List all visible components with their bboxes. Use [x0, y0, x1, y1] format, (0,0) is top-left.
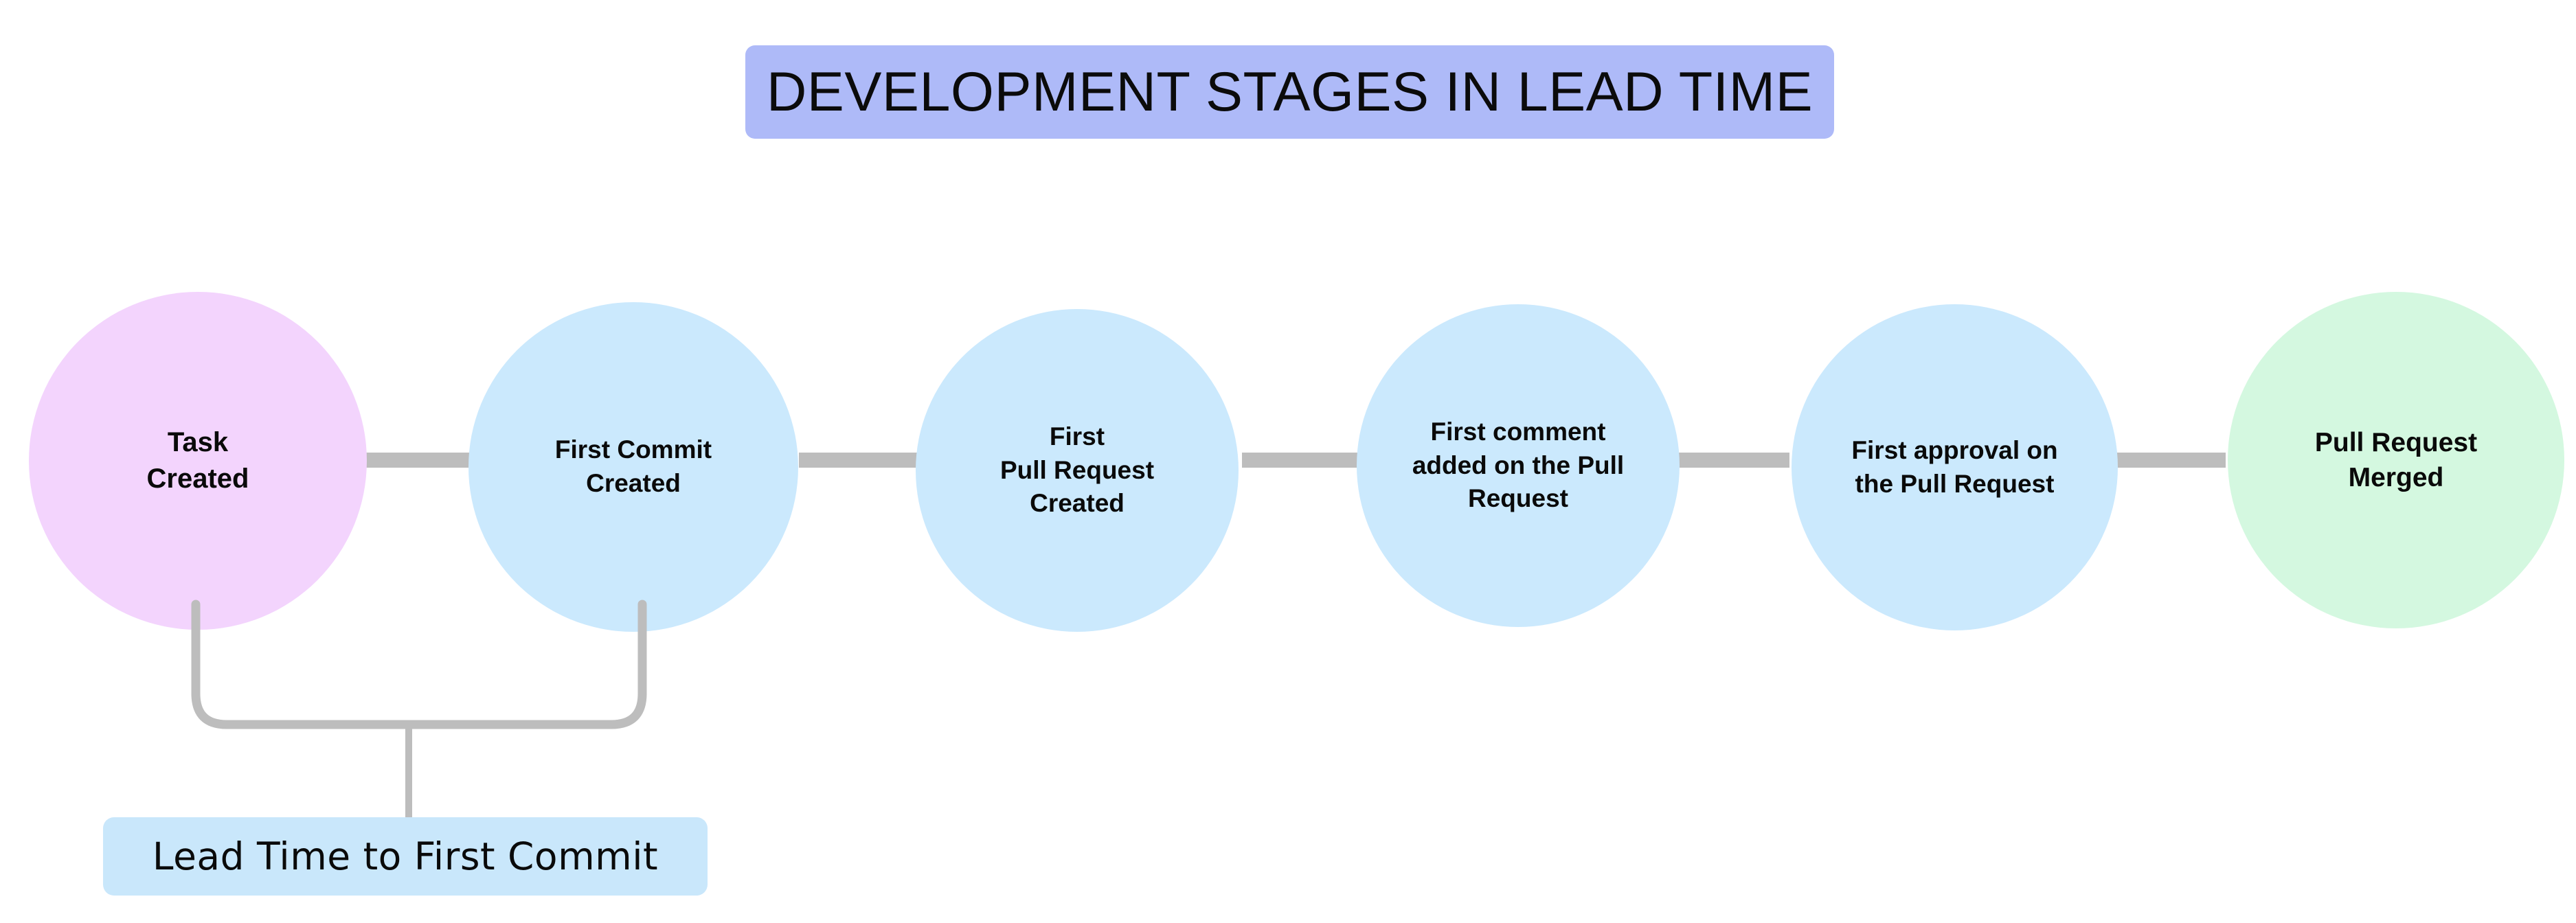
connector-approval-to-merged [2116, 453, 2226, 468]
lead-time-callout-label: Lead Time to First Commit [152, 834, 659, 878]
node-task-created[interactable]: Task Created [29, 292, 367, 630]
node-first-comment-added[interactable]: First comment added on the Pull Request [1357, 304, 1680, 627]
node-pull-request-merged[interactable]: Pull Request Merged [2228, 292, 2564, 628]
node-first-commit-created[interactable]: First Commit Created [468, 302, 798, 632]
node-first-pull-request-created[interactable]: First Pull Request Created [916, 309, 1239, 632]
connector-comment-to-approval [1676, 453, 1789, 468]
node-label: Pull Request Merged [2314, 427, 2478, 492]
node-label: Task Created [146, 427, 249, 494]
node-label: First approval on the Pull Request [1851, 435, 2058, 498]
node-label: First Commit Created [554, 435, 712, 497]
node-first-approval[interactable]: First approval on the Pull Request [1792, 304, 2118, 630]
lead-time-bracket [191, 600, 647, 819]
lead-time-callout[interactable]: Lead Time to First Commit [103, 817, 708, 896]
node-label: First Pull Request Created [999, 422, 1155, 518]
page-title-banner: DEVELOPMENT STAGES IN LEAD TIME [745, 45, 1834, 139]
node-label: First comment added on the Pull Request [1412, 417, 1625, 513]
connector-commit-to-pr [799, 453, 919, 468]
page-title: DEVELOPMENT STAGES IN LEAD TIME [766, 60, 1814, 123]
connector-task-to-commit [361, 453, 474, 468]
connector-pr-to-comment [1242, 453, 1359, 468]
